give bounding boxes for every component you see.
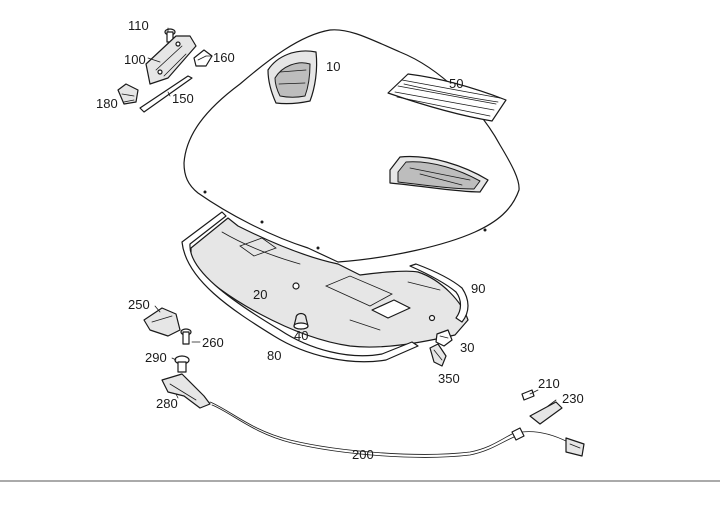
callout-100: 100 [124,52,146,67]
callout-10: 10 [326,59,340,74]
callout-250: 250 [128,297,150,312]
callout-90: 90 [471,281,485,296]
latch-bracket [429,343,447,367]
callout-160: 160 [213,50,235,65]
callout-200: 200 [352,447,374,462]
callout-110: 110 [128,18,149,33]
clip-30 [435,329,453,347]
release-handle [511,389,585,457]
release-cable [209,401,515,458]
leader-lines [123,27,557,407]
hinge-assembly [117,28,213,113]
hood-insulation [190,217,469,348]
callout-80: 80 [267,348,281,363]
release-assembly [143,307,211,409]
callout-230: 230 [562,391,584,406]
bump-stop [293,312,309,330]
callout-150: 150 [172,91,194,106]
callout-290: 290 [145,350,167,365]
callouts: 10 50 110 100 160 150 180 20 90 250 40 2… [96,18,584,462]
callout-260: 260 [202,335,224,350]
callout-350: 350 [438,371,460,386]
callout-50: 50 [449,76,463,91]
callout-40: 40 [294,328,308,343]
callout-180: 180 [96,96,118,111]
callout-20: 20 [253,287,267,302]
seal-strip-90 [409,263,469,323]
seal-strip-80 [181,211,419,363]
callout-210: 210 [538,376,560,391]
callout-280: 280 [156,396,178,411]
callout-30: 30 [460,340,474,355]
vent-grille [387,73,507,122]
